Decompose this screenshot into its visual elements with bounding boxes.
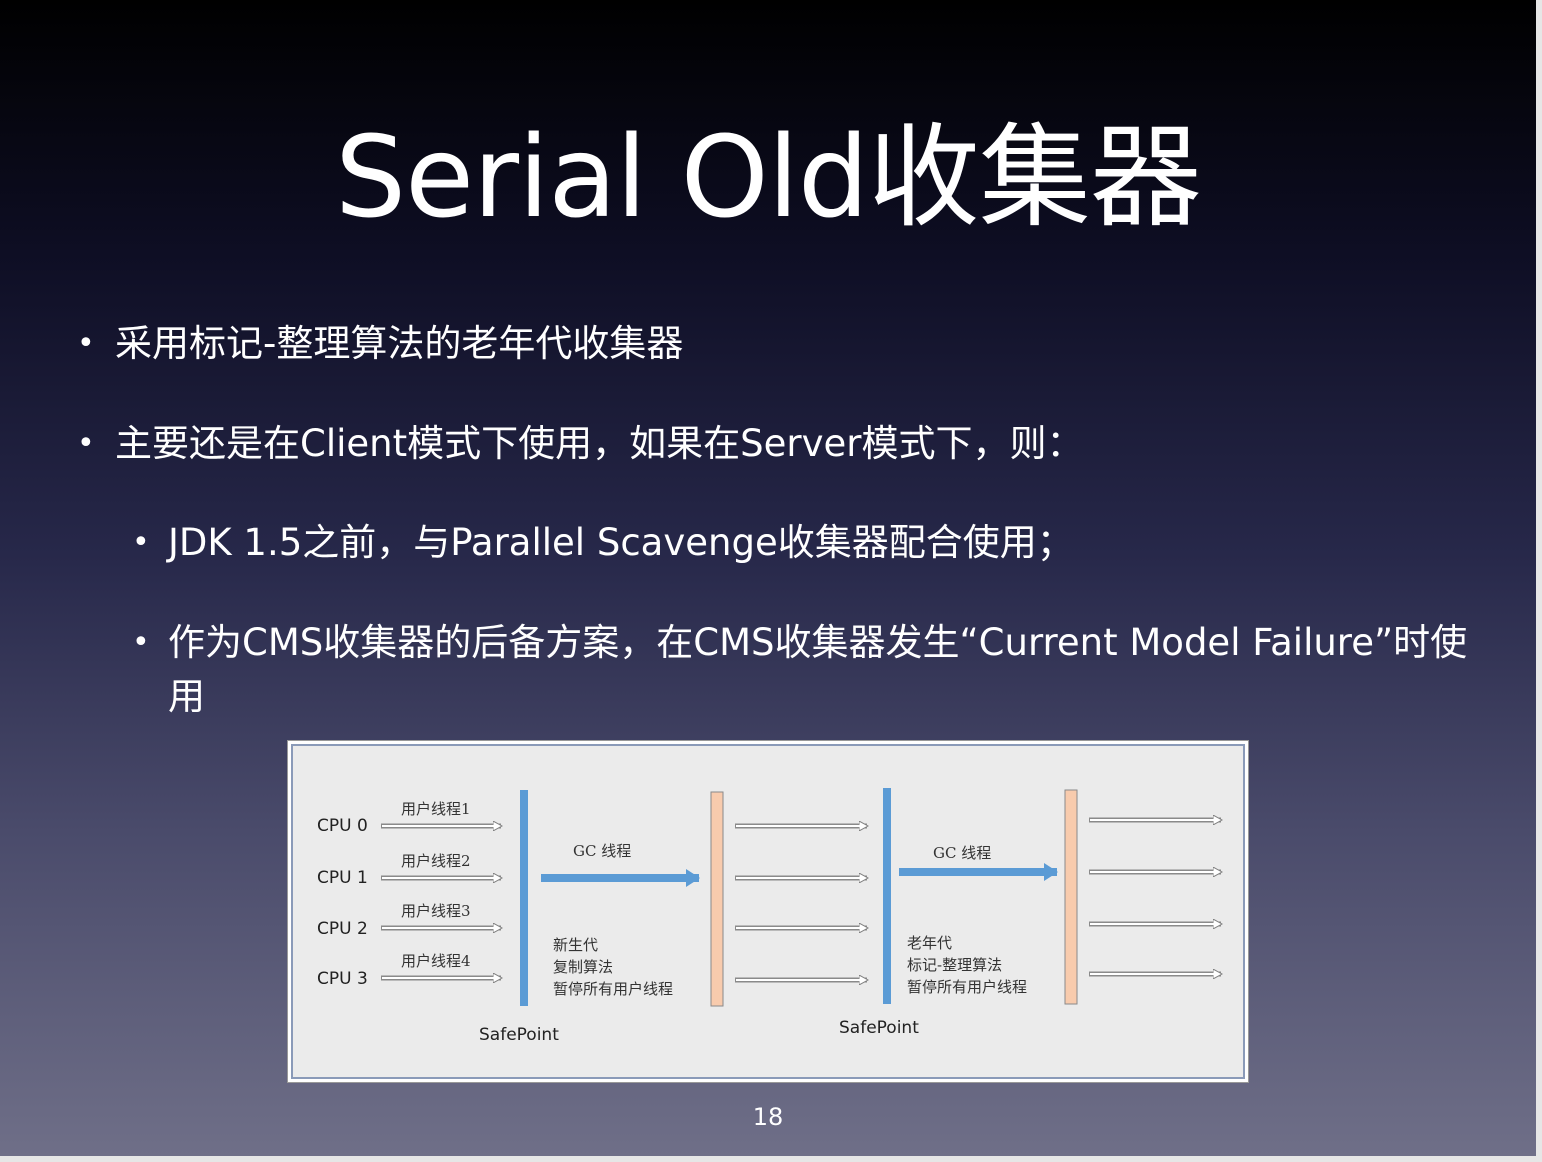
diagram-svg: CPU 0 CPU 1 CPU 2 CPU 3 用户线程1 用户线程2 用户线程… [317,788,1245,1045]
safepoint-bar-2 [883,788,891,1004]
sub-bullet-2-text: 作为CMS收集器的后备方案，在CMS收集器发生“Current Model Fa… [168,621,1468,718]
safepoint-1-label: SafePoint [479,1025,559,1045]
resume-bar-2 [1064,789,1078,1005]
resume-bar-1 [710,791,724,1007]
cpu-0-label: CPU 0 [317,816,368,836]
user-thread-arrows-2 [735,826,867,980]
old-gen-note-3: 暂停所有用户线程 [907,978,1027,996]
user-thread-4-label: 用户线程4 [401,952,471,970]
user-thread-1-label: 用户线程1 [401,800,471,818]
diagram-canvas: CPU 0 CPU 1 CPU 2 CPU 3 用户线程1 用户线程2 用户线程… [291,744,1245,1079]
safepoint-2-label: SafePoint [839,1018,919,1038]
bullet-2: • 主要还是在Client模式下使用，如果在Server模式下，则： [77,417,1084,471]
serial-old-diagram: CPU 0 CPU 1 CPU 2 CPU 3 用户线程1 用户线程2 用户线程… [287,740,1249,1083]
slide-title: Serial Old收集器 [335,113,1202,243]
user-thread-3-label: 用户线程3 [401,902,471,920]
young-gen-note-3: 暂停所有用户线程 [553,980,673,998]
gc-thread-1-label: GC 线程 [573,842,631,860]
bullet-dot: • [77,326,95,361]
bullet-1: • 采用标记-整理算法的老年代收集器 [77,317,684,371]
bullet-dot: • [132,525,150,560]
gc-thread-2-label: GC 线程 [933,844,991,862]
bullet-2-text: 主要还是在Client模式下使用，如果在Server模式下，则： [115,422,1084,465]
sub-bullet-1: • JDK 1.5之前，与Parallel Scavenge收集器配合使用； [132,516,1074,570]
cpu-1-label: CPU 1 [317,868,368,888]
cpu-2-label: CPU 2 [317,919,368,939]
user-thread-arrows-3 [1089,820,1221,974]
sub-bullet-2: • 作为CMS收集器的后备方案，在CMS收集器发生“Current Model … [132,616,1468,724]
sub-bullet-1-text: JDK 1.5之前，与Parallel Scavenge收集器配合使用； [168,521,1074,564]
young-gen-note-1: 新生代 [553,936,598,954]
old-gen-note-1: 老年代 [907,934,952,952]
bullet-1-text: 采用标记-整理算法的老年代收集器 [115,322,684,365]
page-number: 18 [752,1103,784,1131]
safepoint-bar-1 [520,790,528,1006]
bullet-dot: • [77,426,95,461]
young-gen-note-2: 复制算法 [553,958,613,976]
cpu-3-label: CPU 3 [317,969,368,989]
bullet-dot: • [132,625,150,660]
old-gen-note-2: 标记-整理算法 [907,956,1002,974]
user-thread-2-label: 用户线程2 [401,852,471,870]
